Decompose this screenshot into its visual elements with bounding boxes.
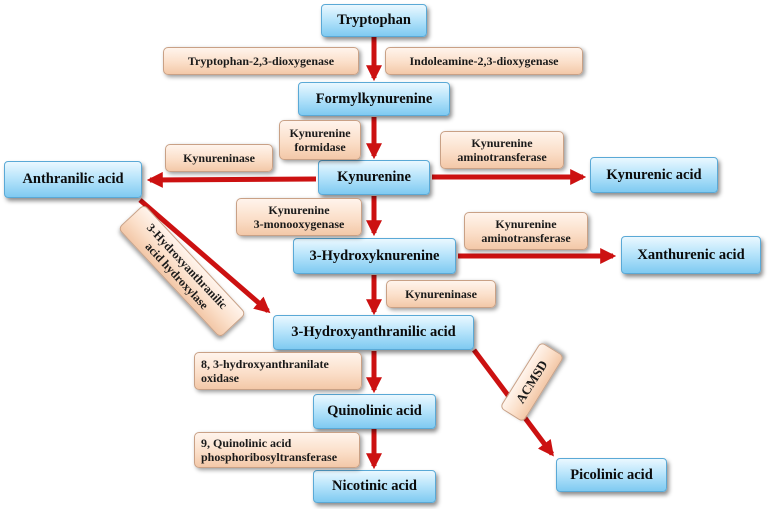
node-picolinic-acid: Picolinic acid bbox=[556, 458, 667, 492]
enzyme-kynurenine-3-monooxygenase: Kynurenine 3-monooxygenase bbox=[236, 198, 362, 236]
arrow-anthranilic-to-hydroxyanthranilic bbox=[138, 198, 271, 314]
node-nicotinic-acid: Nicotinic acid bbox=[313, 470, 436, 503]
enzyme-kynureninase-1: Kynureninase bbox=[165, 144, 273, 172]
enzyme-indoleamine-2-3-dioxygenase: Indoleamine-2,3-dioxygenase bbox=[385, 47, 583, 75]
enzyme-kynurenine-aminotransferase-2: Kynurenine aminotransferase bbox=[464, 212, 588, 250]
enzyme-kynureninase-2: Kynureninase bbox=[386, 280, 496, 308]
enzyme-3-hydroxyanthranilate-oxidase: 8, 3-hydroxyanthranilate oxidase bbox=[194, 352, 362, 390]
enzyme-quinolinic-acid-phosphoribosyltransferase: 9, Quinolinic acid phosphoribosyltransfe… bbox=[194, 432, 360, 468]
enzyme-tryptophan-2-3-dioxygenase: Tryptophan-2,3-dioxygenase bbox=[163, 47, 359, 75]
node-3-hydroxykynurenine: 3-Hydroxyknurenine bbox=[293, 238, 456, 274]
node-tryptophan: Tryptophan bbox=[321, 4, 427, 37]
enzyme-kynurenine-aminotransferase-1: Kynurenine aminotransferase bbox=[440, 131, 564, 169]
node-kynurenine: Kynurenine bbox=[318, 160, 430, 195]
node-3-hydroxyanthranilic-acid: 3-Hydroxyanthranilic acid bbox=[273, 315, 474, 350]
enzyme-kynurenine-formidase: Kynurenine formidase bbox=[279, 120, 361, 160]
arrow-kynurenine-to-anthranilic bbox=[146, 171, 317, 188]
node-kynurenic-acid: Kynurenic acid bbox=[590, 157, 718, 193]
node-quinolinic-acid: Quinolinic acid bbox=[313, 394, 436, 429]
node-anthranilic-acid: Anthranilic acid bbox=[4, 161, 142, 198]
node-xanthurenic-acid: Xanthurenic acid bbox=[621, 236, 761, 274]
node-formylkynurenine: Formylkynurenine bbox=[298, 82, 450, 116]
